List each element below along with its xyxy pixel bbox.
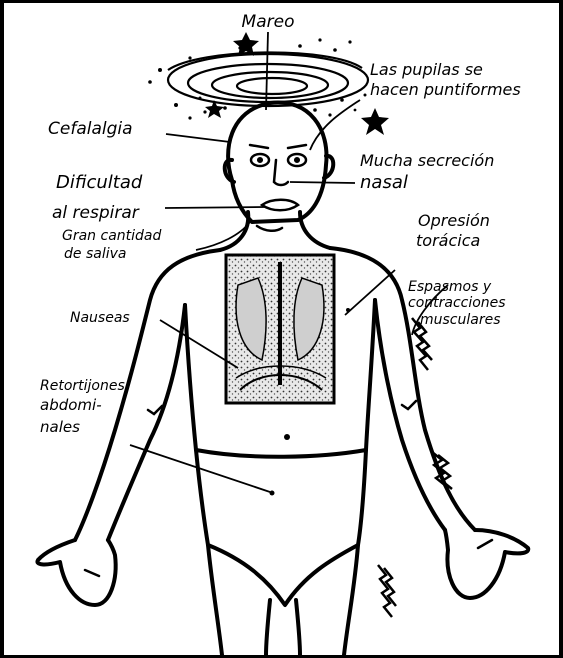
head (228, 102, 326, 222)
label-nauseas: Nauseas (70, 310, 130, 326)
star-icons (205, 32, 389, 135)
label-mareo: Mareo (242, 12, 295, 32)
label-dificultad-2: al respirar (52, 203, 140, 223)
label-opresion-1: Opresión (418, 211, 490, 230)
chest-xray-image (226, 255, 334, 403)
label-retortijones-2: abdomi- (40, 396, 102, 414)
label-retortijones-1: Retortijones (40, 378, 125, 394)
face (250, 145, 306, 231)
label-pupilas-2: hacen puntiformes (370, 80, 521, 99)
label-espasmos-3: musculares (420, 312, 501, 328)
label-saliva-1: Gran cantidad (62, 228, 162, 244)
label-pupilas-1: Las pupilas se (370, 60, 483, 79)
label-retortijones-3: nales (40, 418, 80, 436)
label-espasmos-1: Espasmos y (408, 279, 492, 295)
label-secrecion-2: nasal (360, 172, 408, 193)
label-cefalalgia: Cefalalgia (48, 119, 133, 139)
label-secrecion-1: Mucha secreción (360, 151, 494, 170)
label-dificultad-1: Dificultad (56, 172, 143, 193)
label-opresion-2: torácica (416, 231, 480, 250)
label-saliva-2: de saliva (64, 246, 126, 262)
briefs (196, 450, 366, 605)
label-espasmos-2: contracciones (408, 295, 506, 311)
